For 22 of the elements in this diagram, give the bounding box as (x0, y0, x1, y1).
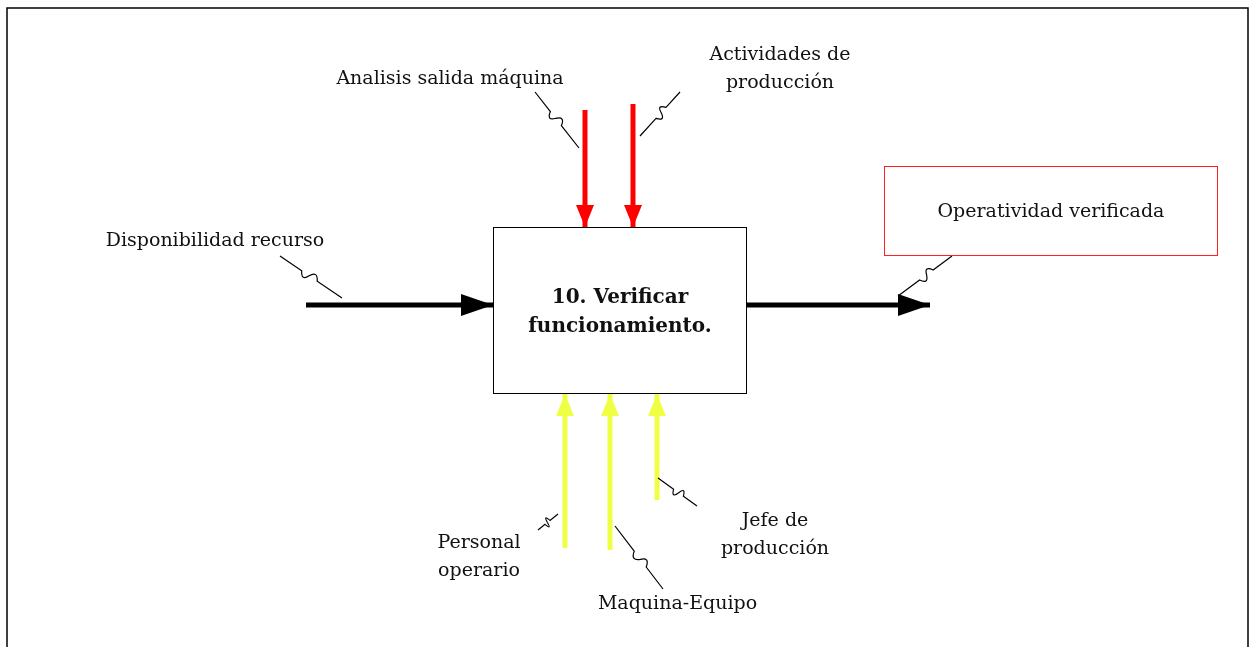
leader-line (614, 525, 664, 590)
arrow (601, 394, 619, 550)
mechanism-label: Jefe de producción (705, 506, 845, 568)
arrow (576, 110, 594, 227)
mechanism-label: Personal operario (420, 528, 538, 590)
leader-line (657, 477, 698, 507)
leader-line (537, 513, 559, 531)
leader-line (534, 91, 580, 149)
arrow (556, 394, 574, 548)
arrow (624, 104, 642, 227)
input-label: Actividades de producción (680, 40, 880, 102)
input-label: Analisis salida máquina (330, 64, 570, 92)
arrow (747, 294, 930, 316)
mechanism-label: Maquina-Equipo (575, 589, 780, 621)
input-label: Disponibilidad recurso (80, 226, 350, 256)
process-box: 10. Verificar funcionamiento. (493, 227, 747, 394)
leader-line (279, 255, 343, 299)
arrow (648, 394, 666, 500)
leader-line (897, 255, 953, 297)
output-box: Operatividad verificada (884, 166, 1218, 256)
arrow (306, 294, 493, 316)
leader-line (639, 91, 681, 137)
